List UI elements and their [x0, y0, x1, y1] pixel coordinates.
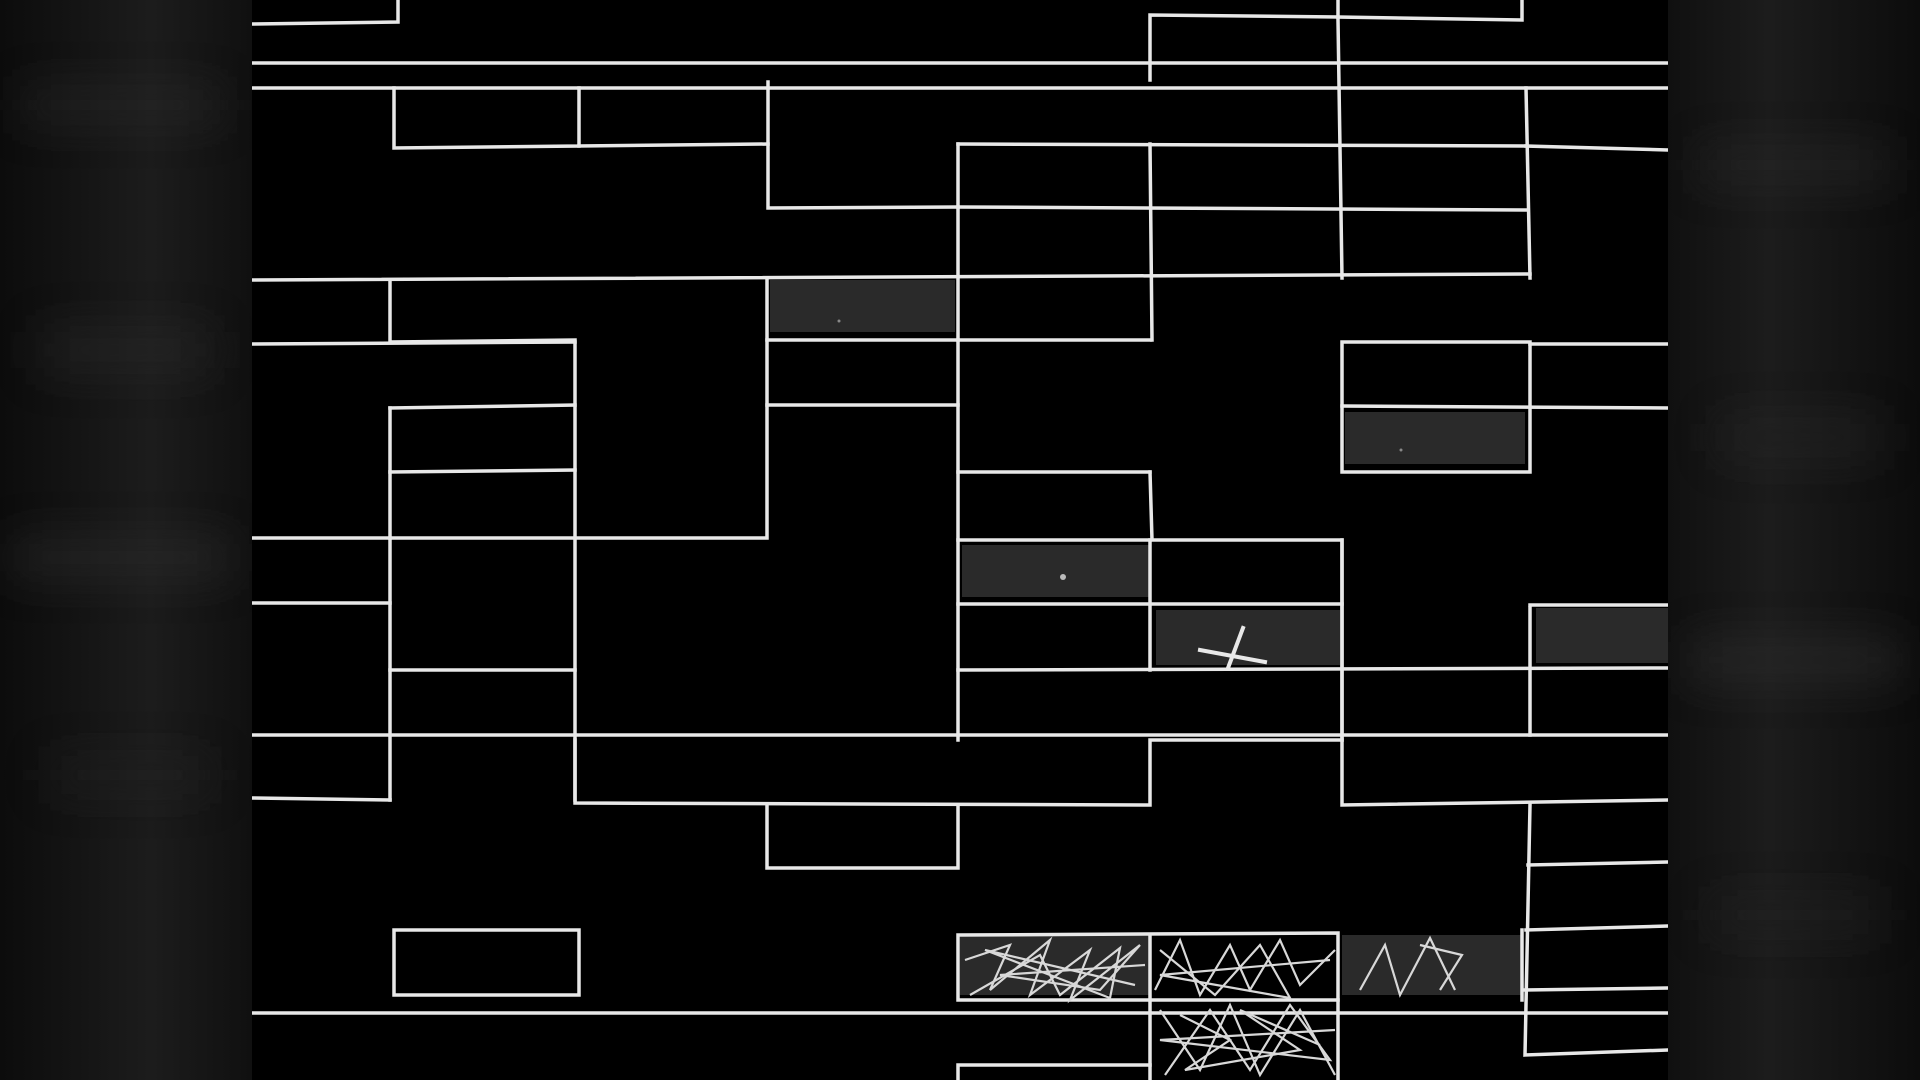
scribble-cluster [964, 935, 1464, 1078]
dot-marker [1399, 448, 1403, 452]
left-blur-panel [0, 0, 252, 1080]
dot-marker [1060, 574, 1066, 580]
dot-marker [837, 319, 841, 323]
grid-lines [252, 0, 1668, 1080]
cross-mark-icon [1197, 625, 1268, 671]
right-blur-panel [1668, 0, 1920, 1080]
